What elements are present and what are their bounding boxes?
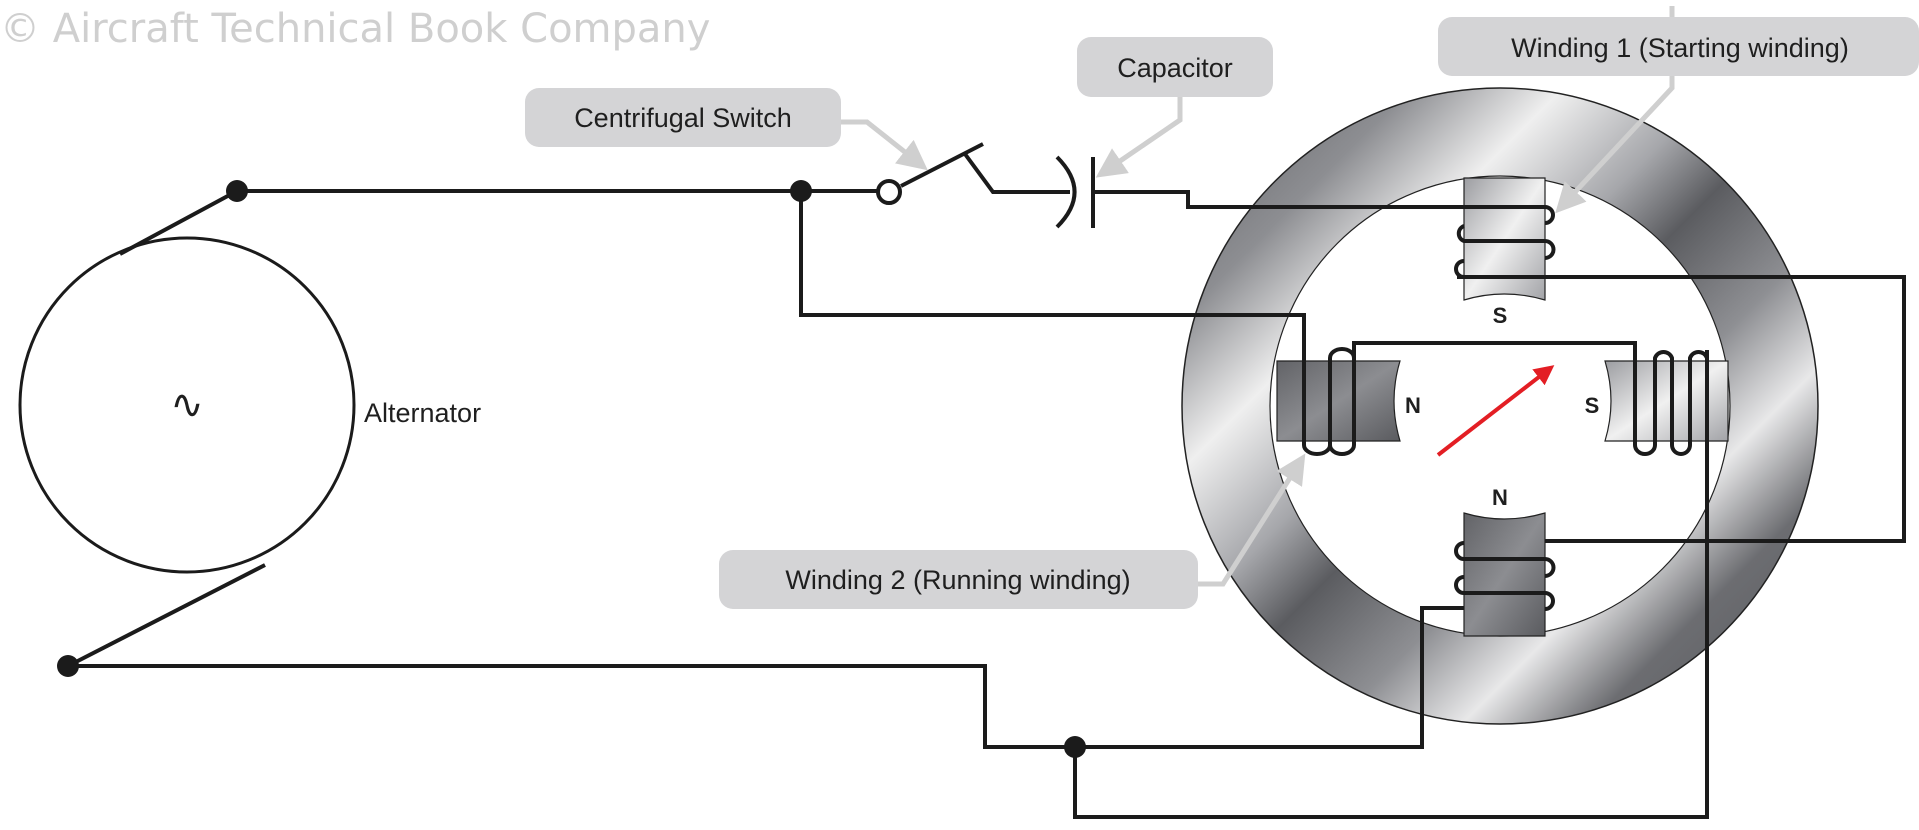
left-pole-piece xyxy=(1276,360,1401,442)
rotor-field-arrow xyxy=(1436,365,1555,457)
junction-dot-top-left xyxy=(226,180,248,202)
centrifugal-switch-label: Centrifugal Switch xyxy=(574,103,792,133)
junction-dot-top xyxy=(790,180,812,202)
winding1-coil-bottom xyxy=(1454,541,1556,611)
top-pole-label: S xyxy=(1493,303,1508,328)
winding2-coil-left xyxy=(1302,347,1356,456)
right-pole-piece xyxy=(1604,360,1729,442)
winding2-coil-right xyxy=(1633,350,1709,456)
capacitor-symbol xyxy=(1055,155,1095,229)
bottom-pole-piece xyxy=(1463,512,1546,637)
ac-sine-icon: ∿ xyxy=(170,383,204,427)
copyright-watermark: © Aircraft Technical Book Company xyxy=(0,6,710,52)
capacitor-callout: Capacitor xyxy=(1077,37,1273,178)
winding1-callout: Winding 1 (Starting winding) xyxy=(1438,6,1919,214)
winding2-label: Winding 2 (Running winding) xyxy=(785,565,1130,595)
alternator-label: Alternator xyxy=(364,398,481,428)
junction-dot-bottom-left xyxy=(57,655,79,677)
switch-contact xyxy=(876,179,902,205)
bottom-pole-label: N xyxy=(1492,485,1508,510)
junction-dot-bottom xyxy=(1064,736,1086,758)
left-pole-label: N xyxy=(1405,393,1421,418)
centrifugal-switch-callout: Centrifugal Switch xyxy=(525,88,928,171)
capacitor-label: Capacitor xyxy=(1117,53,1233,83)
winding1-coil-top xyxy=(1454,205,1556,279)
alternator-circle xyxy=(18,236,356,574)
winding1-label: Winding 1 (Starting winding) xyxy=(1511,33,1849,63)
circuit-wires xyxy=(67,142,1906,819)
right-pole-label: S xyxy=(1585,393,1600,418)
winding2-callout: Winding 2 (Running winding) xyxy=(719,453,1306,609)
